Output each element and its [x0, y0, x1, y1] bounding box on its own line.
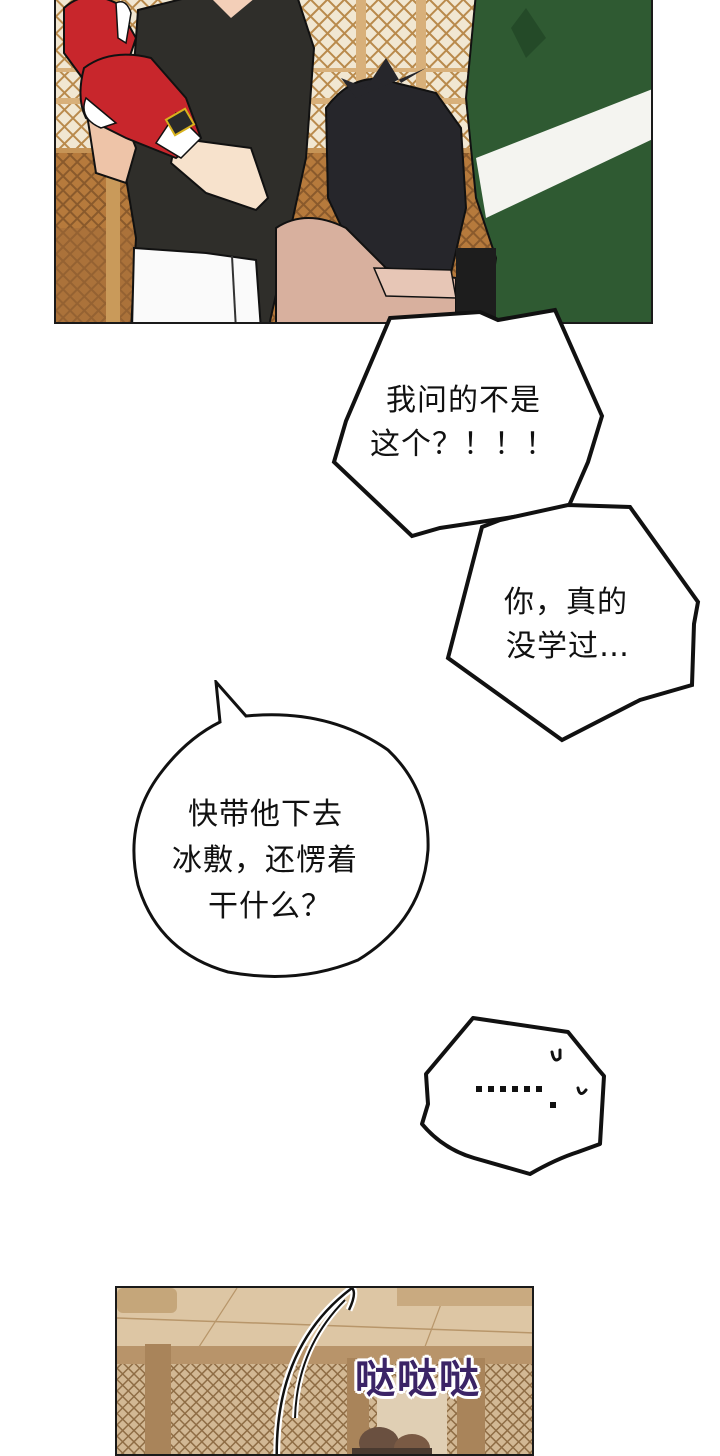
bubble-1-line-1: 我问的不是: [386, 383, 541, 418]
speech-bubble-3: 快带他下去 冰敷，还愣着 干什么？: [128, 680, 438, 980]
speech-bubble-1: 我问的不是 这个？！！！: [330, 306, 620, 546]
bubble-2-line-2: 没学过…: [506, 629, 630, 664]
panel-top-artwork: [56, 0, 651, 322]
bubble-3-line-1: 快带他下去: [188, 797, 343, 832]
comic-panel-top: [54, 0, 653, 324]
bubble-3-line-3: 干什么？: [208, 889, 332, 924]
bubble-3-outline: [132, 680, 430, 978]
comic-panel-bottom: 哒哒哒: [115, 1286, 534, 1456]
bubble-2-line-1: 你，真的: [504, 585, 628, 620]
bubble-1-line-2: 这个？！！！: [370, 427, 556, 462]
sound-effect-text: 哒哒哒: [355, 1356, 481, 1402]
speech-bubble-2: 你，真的 没学过…: [440, 500, 710, 745]
speech-bubble-4: ……: [418, 1014, 610, 1184]
bubble-4-outline: [420, 1016, 606, 1176]
bubble-1-outline: [331, 307, 620, 539]
sweat-mark-icon: [576, 1086, 588, 1095]
sweat-mark-icon: [550, 1048, 562, 1062]
ellipsis-dots: [476, 1086, 556, 1108]
bubble-3-line-2: 冰敷，还愣着: [172, 843, 358, 878]
bubble-2-outline: [445, 502, 701, 743]
